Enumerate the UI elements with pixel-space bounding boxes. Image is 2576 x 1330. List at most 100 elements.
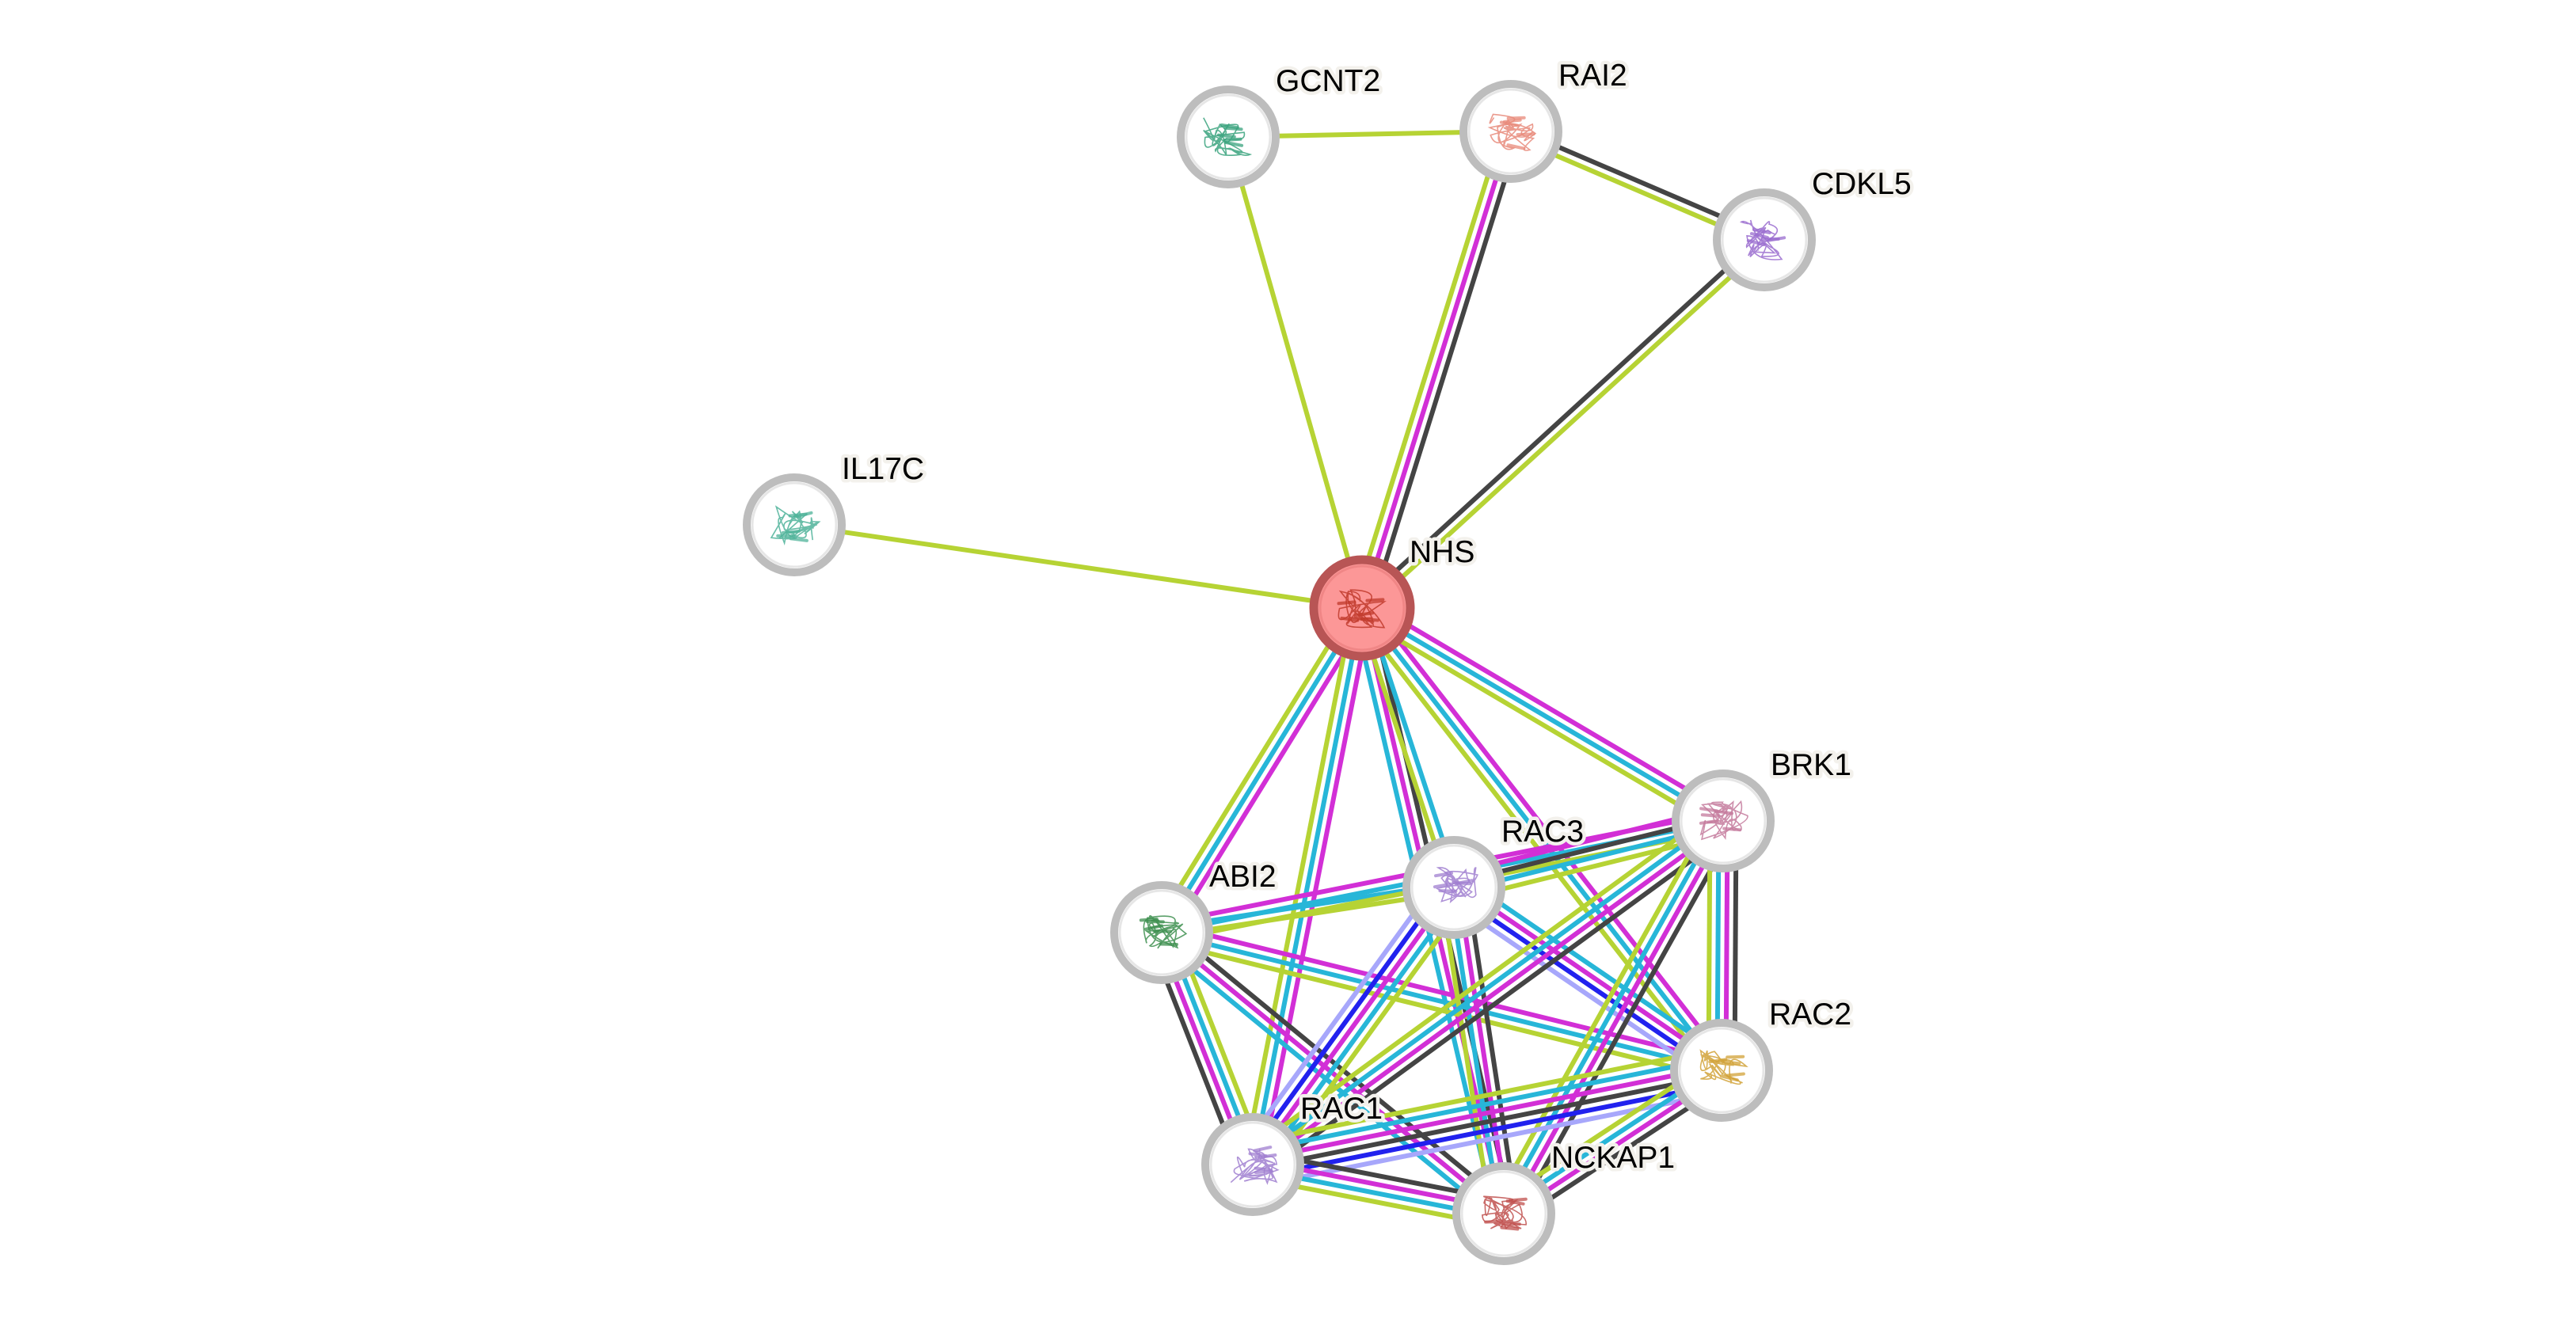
- edge-line-coexpression: [1512, 826, 1737, 1222]
- protein-structure-icon: [1482, 1195, 1528, 1231]
- edge-rac3-rac1[interactable]: [1236, 876, 1471, 1176]
- edge-rac3-nckap1[interactable]: [1438, 885, 1520, 1216]
- node-inner-shade: [1721, 196, 1808, 283]
- node-gcnt2[interactable]: GCNT2: [1177, 61, 1384, 188]
- edge-line-coexpression: [1253, 1072, 1723, 1172]
- edge-nhs-brk1[interactable]: [1356, 598, 1729, 831]
- protein-structure-icon: [1487, 113, 1537, 151]
- edge-line-databases: [1459, 874, 1730, 1062]
- edge-line-coexpression: [1368, 133, 1522, 612]
- node-label-nhs: NHS: [1410, 535, 1474, 569]
- node-brk1[interactable]: BRK1: [1672, 745, 1855, 872]
- edge-line-databases: [1258, 891, 1463, 1172]
- node-inner-shade: [1680, 777, 1767, 864]
- edge-line-databases: [1497, 817, 1722, 1213]
- node-inner-shade: [1318, 564, 1406, 652]
- node-circle[interactable]: [1672, 770, 1775, 872]
- node-nhs[interactable]: NHS: [1309, 532, 1478, 661]
- node-inner-shade: [1410, 844, 1497, 931]
- edge-rai2-nhs[interactable]: [1351, 127, 1522, 612]
- edge-line-textmining: [1438, 889, 1493, 1216]
- edge-line-textmining: [1243, 808, 1718, 1157]
- node-cdkl5[interactable]: CDKL5: [1713, 164, 1915, 291]
- edge-line-experiments: [1251, 1063, 1722, 1163]
- edge-line-experiments: [1455, 886, 1511, 1214]
- node-inner-shade: [1209, 1121, 1296, 1208]
- edge-il17c-nhs[interactable]: [793, 522, 1363, 610]
- query-node-circle[interactable]: [1309, 555, 1415, 661]
- node-rac3[interactable]: RAC3: [1402, 811, 1588, 939]
- node-label-gcnt2: GCNT2: [1276, 64, 1380, 98]
- edge-line-coexpression: [1464, 885, 1520, 1212]
- protein-structure-icon: [1230, 1146, 1280, 1185]
- edge-line-databases: [1249, 815, 1722, 1164]
- node-inner-shade: [1118, 889, 1205, 976]
- node-inner-shade: [1678, 1027, 1765, 1114]
- edge-line-experiments: [1166, 611, 1372, 939]
- edge-rac3-rac2[interactable]: [1445, 874, 1730, 1084]
- node-label-abi2: ABI2: [1209, 860, 1277, 894]
- edge-line-textmining: [1356, 613, 1720, 831]
- node-inner-shade: [751, 481, 838, 568]
- node-inner-shade: [1467, 88, 1554, 175]
- edge-line-experiments: [1367, 601, 1731, 1067]
- protein-structure-icon: [1699, 800, 1748, 841]
- edge-line-textmining: [1363, 241, 1769, 614]
- protein-structure-icon: [1337, 589, 1387, 629]
- edge-line-textmining: [1265, 896, 1471, 1176]
- edge-line-coexpression: [1166, 924, 1511, 1209]
- edge-line-textmining: [1353, 611, 1717, 1077]
- node-inner-shade: [1185, 93, 1272, 180]
- edge-line-gene-fusion: [1254, 1081, 1725, 1180]
- edge-gcnt2-nhs[interactable]: [1226, 136, 1364, 609]
- node-rac1[interactable]: RAC1: [1201, 1089, 1387, 1216]
- protein-structure-icon: [1739, 219, 1786, 260]
- node-circle[interactable]: [1402, 836, 1505, 939]
- edge-line-experiments: [1258, 609, 1373, 1167]
- node-label-nckap1: NCKAP1: [1551, 1141, 1675, 1175]
- node-label-rac3: RAC3: [1501, 815, 1584, 849]
- edge-line-textmining: [1351, 127, 1505, 606]
- edge-line-experiments: [1455, 882, 1726, 1069]
- edge-line-databases: [1161, 930, 1722, 1073]
- edge-line-experiments: [1360, 131, 1513, 609]
- node-label-il17c: IL17C: [842, 452, 924, 486]
- edge-line-gene-fusion: [1450, 889, 1721, 1076]
- node-nckap1[interactable]: NCKAP1: [1452, 1138, 1679, 1265]
- edge-line-experiments: [1162, 922, 1725, 1065]
- edge-nhs-rac2[interactable]: [1353, 601, 1731, 1077]
- edge-cdkl5-nhs[interactable]: [1357, 234, 1769, 614]
- node-rac2[interactable]: RAC2: [1670, 994, 1855, 1122]
- edge-line-databases: [1250, 607, 1364, 1165]
- edge-line-gene-fusion: [1243, 880, 1449, 1161]
- edge-line-experiments: [1505, 822, 1729, 1218]
- node-abi2[interactable]: ABI2: [1110, 857, 1280, 984]
- edge-line-coexpression: [1258, 829, 1733, 1177]
- node-label-rac2: RAC2: [1769, 998, 1851, 1032]
- edge-brk1-rac1[interactable]: [1243, 808, 1733, 1177]
- protein-structure-icon: [1139, 915, 1188, 949]
- edge-rac1-rac2[interactable]: [1248, 1047, 1726, 1188]
- node-label-rai2: RAI2: [1558, 59, 1627, 93]
- edge-line-databases: [1447, 887, 1502, 1215]
- edge-line-databases: [1250, 1054, 1720, 1154]
- edge-line-experiments: [1254, 822, 1727, 1170]
- protein-structure-icon: [1699, 1049, 1748, 1085]
- node-rai2[interactable]: RAI2: [1459, 55, 1630, 183]
- edge-line-databases: [1159, 606, 1364, 934]
- edge-brk1-nckap1[interactable]: [1490, 813, 1737, 1222]
- edge-nhs-abi2[interactable]: [1152, 602, 1372, 939]
- edge-line-textmining: [1490, 813, 1714, 1209]
- node-circle[interactable]: [1459, 80, 1562, 183]
- edge-nhs-rac1[interactable]: [1242, 606, 1373, 1167]
- edge-line-gene-cooccurrence: [1445, 896, 1716, 1084]
- edge-line-textmining: [1242, 606, 1356, 1164]
- edge-line-textmining: [793, 522, 1363, 610]
- edge-line-databases: [1360, 606, 1725, 823]
- node-inner-shade: [1460, 1170, 1547, 1257]
- node-label-cdkl5: CDKL5: [1812, 167, 1912, 201]
- node-label-brk1: BRK1: [1771, 748, 1851, 782]
- node-il17c[interactable]: IL17C: [743, 449, 928, 576]
